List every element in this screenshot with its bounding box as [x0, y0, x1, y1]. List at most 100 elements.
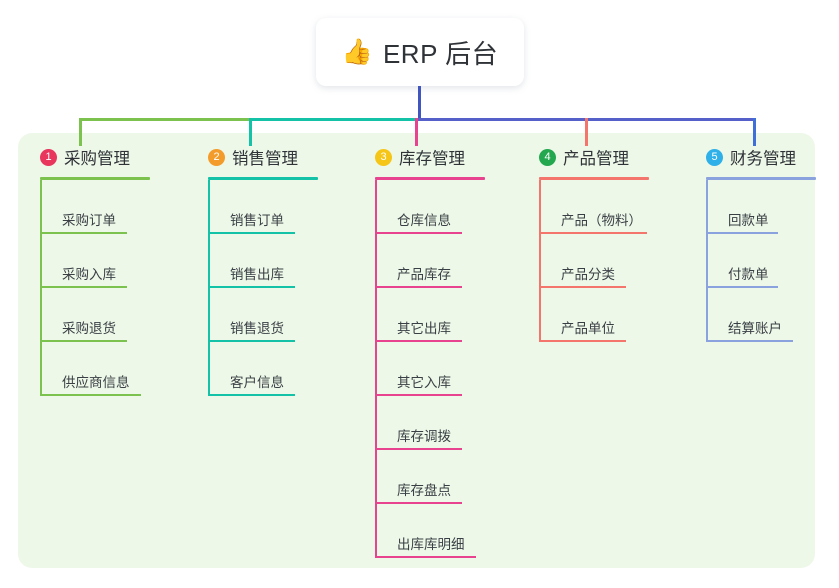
list-item-label: 库存盘点 — [397, 483, 451, 498]
list-item-rule — [375, 232, 462, 234]
column-title-5: 财务管理 — [730, 150, 796, 168]
list-item[interactable]: 采购订单 — [40, 180, 150, 234]
list-item[interactable]: 销售订单 — [208, 180, 318, 234]
connector-drop-4 — [585, 118, 588, 146]
column-header-rule-3 — [375, 177, 485, 180]
column-header-rule-5 — [706, 177, 816, 180]
connector-bar-segment-2 — [249, 118, 415, 121]
connector-drop-1 — [79, 118, 82, 146]
column-badge-2: 2 — [208, 148, 225, 166]
connector-drop-2 — [249, 118, 252, 146]
list-item[interactable]: 销售退货 — [208, 288, 318, 342]
list-item-label: 产品库存 — [397, 267, 451, 282]
column-spine-2 — [208, 180, 210, 396]
list-item-rule — [208, 286, 295, 288]
list-item[interactable]: 回款单 — [706, 180, 816, 234]
list-item-label: 付款单 — [728, 267, 769, 282]
list-item-label: 产品分类 — [561, 267, 615, 282]
list-item-label: 产品（物料） — [561, 213, 642, 228]
connector-drop-5 — [753, 118, 756, 146]
list-item-rule — [40, 394, 141, 396]
column-header-3[interactable]: 3 库存管理 — [375, 146, 485, 168]
column-header-1[interactable]: 1 采购管理 — [40, 146, 150, 168]
list-item-label: 其它出库 — [397, 321, 451, 336]
list-item-rule — [375, 556, 476, 558]
column-items-4: 产品（物料） 产品分类产品单位 — [539, 180, 649, 342]
column-header-rule-4 — [539, 177, 649, 180]
list-item-rule — [208, 232, 295, 234]
list-item-rule — [40, 340, 127, 342]
list-item-label: 采购入库 — [62, 267, 116, 282]
column-title-4: 产品管理 — [563, 150, 629, 168]
list-item-rule — [375, 448, 462, 450]
list-item-label: 其它入库 — [397, 375, 451, 390]
list-item[interactable]: 仓库信息 — [375, 180, 485, 234]
column-title-2: 销售管理 — [232, 150, 298, 168]
column-badge-1: 1 — [40, 148, 57, 166]
column-spine-3 — [375, 180, 377, 558]
column-items-1: 采购订单采购入库采购退货供应商信息 — [40, 180, 150, 396]
column-header-2[interactable]: 2 销售管理 — [208, 146, 318, 168]
list-item[interactable]: 产品分类 — [539, 234, 649, 288]
list-item-label: 供应商信息 — [62, 375, 130, 390]
list-item-label: 销售退货 — [230, 321, 284, 336]
column-1: 1 采购管理采购订单采购入库采购退货供应商信息 — [40, 146, 150, 396]
list-item-label: 库存调拨 — [397, 429, 451, 444]
list-item[interactable]: 客户信息 — [208, 342, 318, 396]
column-spine-1 — [40, 180, 42, 396]
column-title-3: 库存管理 — [399, 150, 465, 168]
list-item-rule — [539, 232, 647, 234]
list-item-rule — [375, 286, 462, 288]
list-item[interactable]: 供应商信息 — [40, 342, 150, 396]
thumbs-up-icon: 👍 — [341, 37, 373, 66]
column-spine-4 — [539, 180, 541, 342]
list-item[interactable]: 产品库存 — [375, 234, 485, 288]
list-item[interactable]: 付款单 — [706, 234, 816, 288]
list-item[interactable]: 结算账户 — [706, 288, 816, 342]
column-title-1: 采购管理 — [64, 150, 130, 168]
list-item-label: 回款单 — [728, 213, 769, 228]
list-item-label: 仓库信息 — [397, 213, 451, 228]
column-header-4[interactable]: 4 产品管理 — [539, 146, 649, 168]
list-item-label: 产品单位 — [561, 321, 615, 336]
list-item[interactable]: 出库库明细 — [375, 504, 485, 558]
root-stem — [418, 86, 421, 120]
list-item-label: 销售订单 — [230, 213, 284, 228]
connector-bar-segment-1 — [79, 118, 249, 121]
list-item-rule — [208, 340, 295, 342]
list-item-rule — [706, 340, 793, 342]
list-item[interactable]: 其它入库 — [375, 342, 485, 396]
list-item[interactable]: 其它出库 — [375, 288, 485, 342]
list-item-rule — [539, 286, 626, 288]
column-3: 3 库存管理仓库信息产品库存其它出库其它入库库存调拨库存盘点出库库明细 — [375, 146, 485, 558]
list-item[interactable]: 销售出库 — [208, 234, 318, 288]
column-badge-3: 3 — [375, 148, 392, 166]
list-item-rule — [40, 286, 127, 288]
list-item-label: 客户信息 — [230, 375, 284, 390]
list-item[interactable]: 产品（物料） — [539, 180, 649, 234]
list-item[interactable]: 库存盘点 — [375, 450, 485, 504]
column-items-5: 回款单付款单结算账户 — [706, 180, 816, 342]
list-item-label: 采购订单 — [62, 213, 116, 228]
list-item[interactable]: 产品单位 — [539, 288, 649, 342]
column-items-2: 销售订单销售出库销售退货客户信息 — [208, 180, 318, 396]
column-header-rule-2 — [208, 177, 318, 180]
list-item[interactable]: 采购退货 — [40, 288, 150, 342]
root-node[interactable]: 👍 ERP 后台 — [316, 18, 524, 86]
list-item-label: 采购退货 — [62, 321, 116, 336]
column-spine-5 — [706, 180, 708, 342]
list-item[interactable]: 库存调拨 — [375, 396, 485, 450]
connector-drop-3 — [415, 118, 418, 146]
column-2: 2 销售管理销售订单销售出库销售退货客户信息 — [208, 146, 318, 396]
list-item-rule — [706, 232, 778, 234]
list-item-rule — [375, 502, 462, 504]
list-item-label: 销售出库 — [230, 267, 284, 282]
content-panel — [18, 133, 815, 568]
list-item[interactable]: 采购入库 — [40, 234, 150, 288]
column-items-3: 仓库信息产品库存其它出库其它入库库存调拨库存盘点出库库明细 — [375, 180, 485, 558]
list-item-label: 出库库明细 — [397, 537, 465, 552]
list-item-rule — [375, 394, 462, 396]
column-badge-4: 4 — [539, 148, 556, 166]
